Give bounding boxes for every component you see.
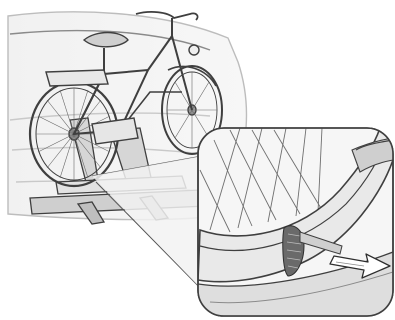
callout-wedge (92, 156, 214, 302)
detail-inset (198, 128, 393, 316)
